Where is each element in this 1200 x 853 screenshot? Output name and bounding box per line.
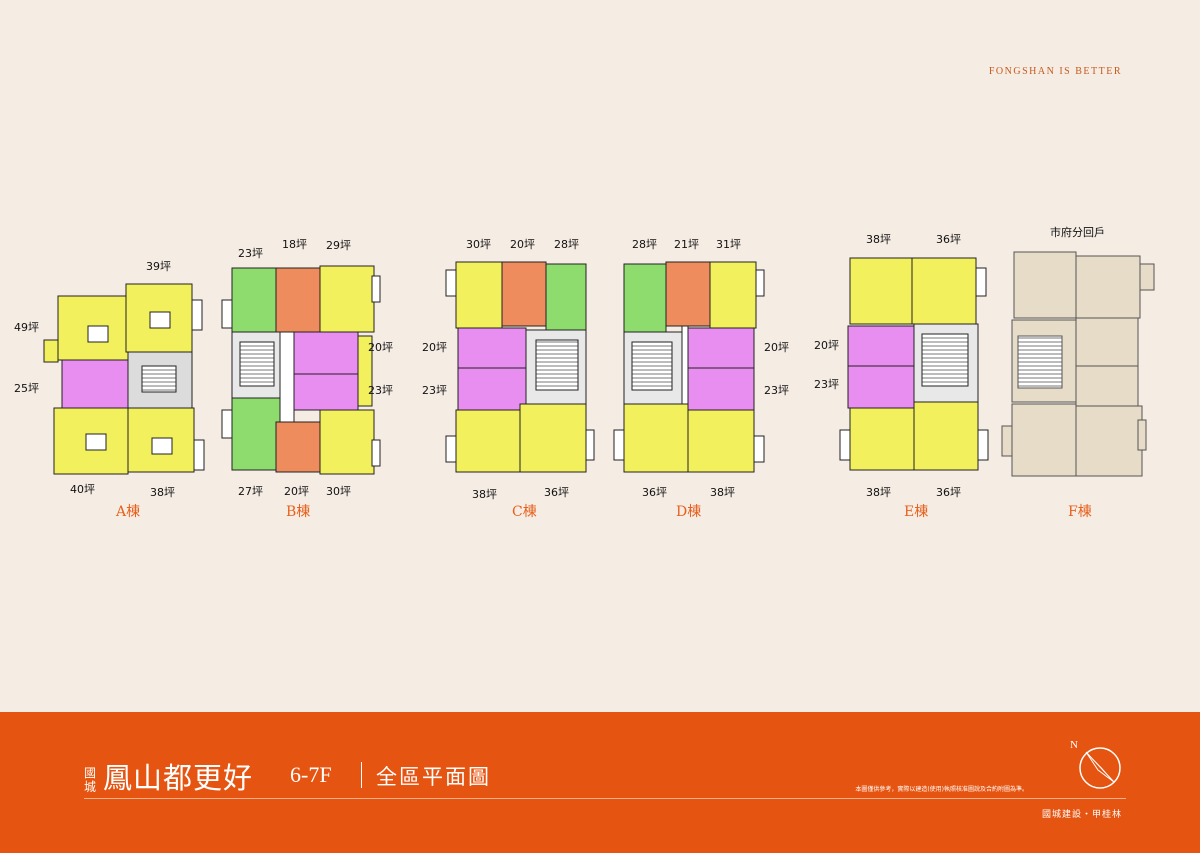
tagline: FONGSHAN IS BETTER	[988, 66, 1122, 77]
brand-vertical: 國城	[84, 766, 97, 794]
a-area-3: 25坪	[14, 382, 39, 395]
building-d-plan	[613, 261, 765, 473]
b-area-7: 20坪	[284, 485, 309, 498]
building-c-plan	[445, 261, 595, 473]
d-area-6: 36坪	[642, 486, 667, 499]
c-area-1: 30坪	[466, 238, 491, 251]
e-area-6: 36坪	[936, 486, 961, 499]
a-area-1: 39坪	[146, 260, 171, 273]
building-label-b: B棟	[286, 504, 310, 520]
e-area-2: 36坪	[936, 233, 961, 246]
builder-credit: 國城建設・甲桂林	[1041, 810, 1122, 820]
floor-label: 6-7F	[290, 762, 332, 787]
c-area-2: 20坪	[510, 238, 535, 251]
building-e-plan	[839, 257, 989, 471]
a-area-5: 38坪	[150, 486, 175, 499]
building-label-f: F棟	[1068, 504, 1092, 520]
f-area-1: 市府分回戶	[1050, 225, 1105, 239]
b-area-3: 29坪	[326, 239, 351, 252]
building-label-a: A棟	[115, 504, 140, 520]
title-separator	[361, 762, 362, 788]
footer-banner: 國城 鳳山都更好 6-7F 全區平面圖 本圖僅供參考，實際以建造(使用)執照核准…	[0, 712, 1200, 853]
b-area-5: 23坪	[368, 384, 393, 397]
b-area-8: 30坪	[326, 485, 351, 498]
c-area-3: 28坪	[554, 238, 579, 251]
building-b-plan	[221, 265, 381, 475]
north-compass-icon: N	[1070, 739, 1121, 789]
b-area-4: 20坪	[368, 341, 393, 354]
e-area-1: 38坪	[866, 233, 891, 246]
compass-north-label: N	[1070, 739, 1078, 751]
building-label-d: D棟	[676, 504, 701, 520]
c-area-4: 20坪	[422, 341, 447, 354]
building-a-plan	[43, 283, 205, 475]
e-area-4: 23坪	[814, 378, 839, 391]
d-area-7: 38坪	[710, 486, 735, 499]
building-label-e: E棟	[904, 504, 928, 520]
c-area-6: 38坪	[472, 488, 497, 501]
b-area-1: 23坪	[238, 247, 263, 260]
d-area-5: 23坪	[764, 384, 789, 397]
a-area-2: 49坪	[14, 321, 39, 334]
building-f-plan	[1001, 251, 1155, 477]
b-area-2: 18坪	[282, 238, 307, 251]
disclaimer: 本圖僅供參考，實際以建造(使用)執照核准圖說及合約附圖為準。	[855, 786, 1028, 793]
plan-subtitle: 全區平面圖	[376, 765, 491, 789]
footer-divider	[84, 798, 1126, 799]
d-area-4: 20坪	[764, 341, 789, 354]
d-area-2: 21坪	[674, 238, 699, 251]
building-label-c: C棟	[512, 504, 537, 520]
brand-title: 鳳山都更好	[103, 761, 254, 795]
a-area-4: 40坪	[70, 483, 95, 496]
e-area-5: 38坪	[866, 486, 891, 499]
d-area-3: 31坪	[716, 238, 741, 251]
e-area-3: 20坪	[814, 339, 839, 352]
d-area-1: 28坪	[632, 238, 657, 251]
floor-plan-diagram: 39坪 49坪 25坪 40坪 38坪 23坪 18坪 29坪 20坪 23坪 …	[14, 225, 1155, 520]
c-area-5: 23坪	[422, 384, 447, 397]
b-area-6: 27坪	[238, 485, 263, 498]
c-area-7: 36坪	[544, 486, 569, 499]
